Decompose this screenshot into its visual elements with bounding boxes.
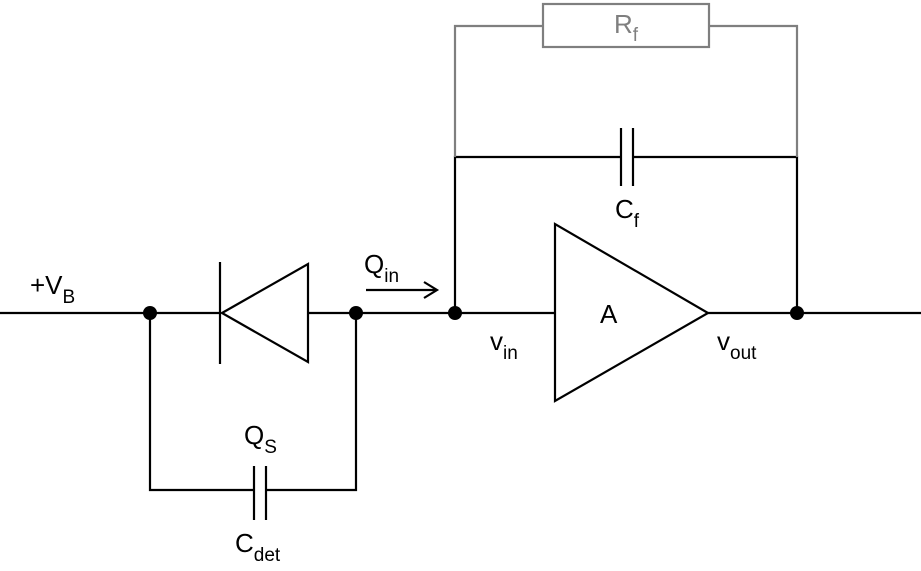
detector-loop-left-wire [148,313,254,492]
node-amp-output [790,306,804,320]
diode-triangle [219,262,310,364]
feedback-capacitor-label: Cf [615,194,640,232]
feedback-right-wire [633,155,799,313]
charge-arrow-icon [366,281,440,299]
v-in-label: vin [490,326,518,364]
detector-diode [218,262,310,364]
signal-charge-label: QS [244,420,277,458]
feedback-left-wire [453,155,621,313]
feedback-resistor-body [541,2,711,49]
amplifier-label: A [600,299,618,329]
node-amp-input [448,306,462,320]
feedback-resistor-label: Rf [614,9,639,46]
detector-capacitor-branch [148,313,358,520]
amplifier-triangle [553,222,711,403]
resistor-right-wire [709,24,799,157]
detector-capacitor-label: Cdet [235,528,281,566]
detector-loop-right-wire [266,313,358,492]
resistor-left-wire [453,24,543,157]
node-left-junction [143,306,157,320]
charge-in-label: Qin [364,249,399,287]
node-diode-junction [349,306,363,320]
feedback-resistor-branch [453,2,799,157]
bias-label: +VB [30,270,75,308]
v-out-label: vout [717,326,757,364]
